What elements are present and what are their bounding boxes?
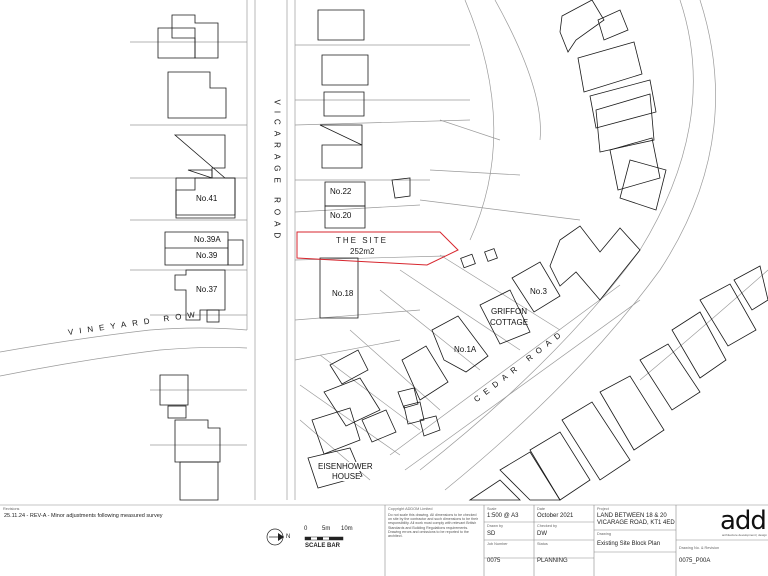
project-line2: VICARAGE ROAD, KT1 4ED xyxy=(597,520,675,526)
drawing-number-value: 0075_P00A xyxy=(679,558,711,564)
scale-bar-tick-0: 0 xyxy=(304,526,308,532)
date-value: October 2021 xyxy=(537,513,574,519)
north-label: N xyxy=(286,534,291,540)
drawing-number-header: Drawing No. & Revision xyxy=(679,546,720,550)
house-no39: No.39 xyxy=(196,251,218,260)
company-logo: add xyxy=(720,506,767,536)
house-griffon-cottage-line1: GRIFFON xyxy=(491,307,527,316)
scale-value: 1:500 @ A3 xyxy=(487,513,519,519)
project-header: Project xyxy=(597,507,609,511)
scale-bar-label: SCALE BAR xyxy=(305,543,341,549)
checked-by-value: DW xyxy=(537,531,547,537)
scale-bar-graphic xyxy=(304,536,344,541)
company-logo-subtitle: architecture development | design xyxy=(722,533,767,537)
project-line1: LAND BETWEEN 18 & 20 xyxy=(597,513,667,519)
drawing-title: Existing Site Block Plan xyxy=(597,541,661,547)
drawn-by-value: SD xyxy=(487,531,496,537)
house-no37: No.37 xyxy=(196,285,218,294)
scale-bar-tick-5: 5m xyxy=(322,526,331,532)
house-no22: No.22 xyxy=(330,187,352,196)
site-boundary xyxy=(296,231,459,266)
drawing-header: Drawing xyxy=(597,532,611,536)
drawn-by-header: Drawn by xyxy=(487,524,504,528)
status-value: PLANNING xyxy=(537,558,568,564)
house-no41: No.41 xyxy=(196,194,218,203)
job-number-header: Job Number xyxy=(487,542,508,546)
house-griffon-cottage-line2: COTTAGE xyxy=(490,318,529,327)
house-no1a: No.1A xyxy=(454,345,477,354)
revision-entry: 25.11.24 - REV-A - Minor adjustments fol… xyxy=(4,513,163,519)
house-no3: No.3 xyxy=(530,287,547,296)
revisions-header: Revisions xyxy=(3,507,20,511)
checked-by-header: Checked by xyxy=(537,524,558,528)
site-area: 252m2 xyxy=(350,247,375,256)
disclaimer-text: Do not scale this drawing. All dimension… xyxy=(388,513,479,539)
scale-bar-tick-10: 10m xyxy=(341,526,353,532)
road-label-vicarage: VICARAGE ROAD xyxy=(272,99,282,245)
site-title: THE SITE xyxy=(336,236,389,245)
copyright-text: Copyright ADDOM Limited xyxy=(388,507,433,511)
house-eisenhower-line2: HOUSE xyxy=(332,472,361,481)
house-no18: No.18 xyxy=(332,289,354,298)
scale-header: Scale xyxy=(487,507,497,511)
house-eisenhower-line1: EISENHOWER xyxy=(318,462,373,471)
job-number-value: 0075 xyxy=(487,558,501,564)
status-header: Status xyxy=(537,542,548,546)
house-no39a: No.39A xyxy=(194,235,221,244)
date-header: Date xyxy=(537,507,546,511)
house-no20: No.20 xyxy=(330,211,352,220)
